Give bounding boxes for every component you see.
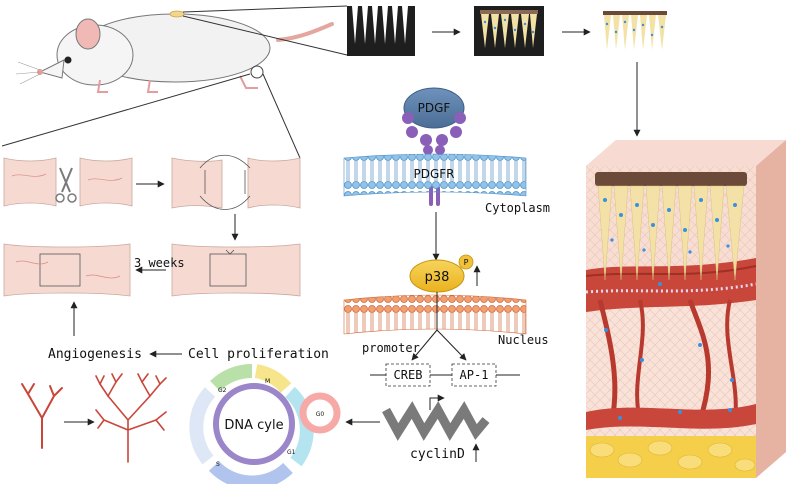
label-phase-g1: G1 — [287, 449, 296, 456]
mold-filled — [474, 6, 544, 56]
label-dna-cycle: DNA cyle — [224, 418, 283, 433]
creb-box — [385, 363, 431, 387]
dna-cycle: DNA cyle G2 M G1 S G0 — [189, 363, 341, 484]
nuclear-membrane — [343, 294, 527, 335]
mold-empty — [347, 6, 415, 56]
label-pdgf: PDGF — [418, 101, 451, 115]
label-promoter: promoter — [362, 341, 420, 355]
p38-kinase: p38 P — [409, 254, 474, 293]
label-ap1: AP-1 — [460, 368, 489, 382]
label-phase-g0: G0 — [316, 411, 325, 418]
vessel-dense — [95, 373, 167, 463]
pdgf-ligand: PDGF — [403, 87, 465, 129]
label-phase-s: S — [216, 461, 220, 468]
label-p38: p38 — [425, 270, 450, 285]
pdgfr-receptor — [402, 112, 466, 206]
zoom-lines — [1, 5, 348, 159]
mouse-illustration — [15, 10, 334, 93]
cyclind-gene — [382, 394, 490, 441]
tendon-healed — [3, 243, 131, 297]
vessel-sparse — [21, 383, 63, 449]
label-cytoplasm: Cytoplasm — [485, 201, 550, 215]
label-three-weeks: 3 weeks — [134, 256, 185, 270]
label-cell-proliferation: Cell proliferation — [188, 347, 329, 362]
scissors-icon — [55, 167, 77, 203]
skin-block — [585, 140, 786, 478]
label-creb: CREB — [394, 368, 423, 382]
label-phospho: P — [464, 258, 469, 267]
label-phase-m: M — [265, 378, 270, 385]
label-angiogenesis: Angiogenesis — [48, 347, 142, 362]
microneedle-patch — [603, 11, 667, 50]
label-nucleus: Nucleus — [498, 333, 549, 347]
tendon-sutured — [171, 243, 301, 297]
arrow-to-creb — [411, 329, 438, 361]
label-phase-g2: G2 — [218, 387, 227, 394]
plasma-membrane — [343, 153, 527, 197]
arrow-to-ap1 — [436, 329, 467, 361]
label-pdgfr: PDGFR — [413, 167, 454, 181]
tendon-suture — [171, 154, 301, 210]
ap1-box — [451, 363, 497, 387]
label-cyclind: cyclinD — [410, 447, 465, 462]
tendon-cut — [3, 157, 133, 207]
